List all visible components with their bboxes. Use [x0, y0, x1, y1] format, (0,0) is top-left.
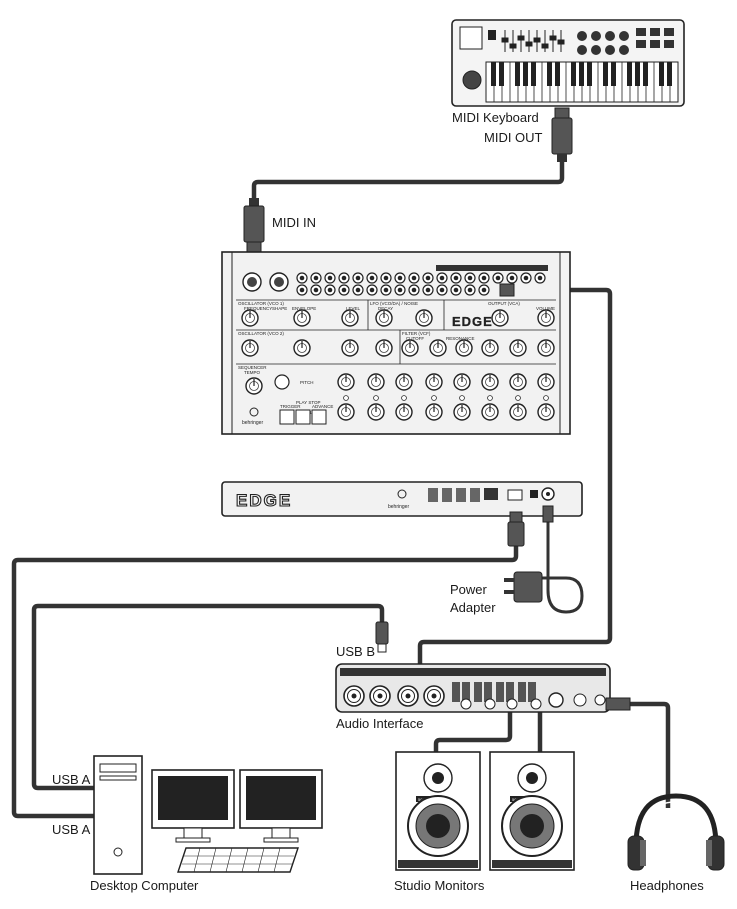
- edge-synth: OSCILLATOR (VCO 1) OSCILLATOR (VCO 2) LF…: [221, 251, 571, 435]
- label-tempo: TEMPO: [244, 370, 261, 375]
- label-trigger: TRIGGER: [280, 404, 301, 409]
- label-decay: DECAY: [378, 306, 393, 311]
- label-midi-keyboard: MIDI Keyboard: [452, 110, 539, 125]
- label-shape: SHAPE: [272, 306, 287, 311]
- label-midi-out: MIDI OUT: [484, 130, 543, 145]
- headphone-cable: [620, 701, 671, 808]
- studio-monitor-right: 50S: [489, 751, 575, 871]
- label-play-stop: PLAY STOP: [296, 400, 321, 405]
- label-power: Power: [450, 582, 487, 597]
- monitor-cable-left: [433, 712, 513, 752]
- power-cable: [540, 510, 584, 614]
- power-connector: [542, 505, 554, 523]
- monitor-left-badge: 50S: [418, 797, 425, 802]
- synth-midi-ports: [242, 272, 289, 292]
- rack-usb-plug: [507, 511, 525, 547]
- keyboard-faders: [501, 30, 565, 52]
- label-cutoff: CUTOFF: [406, 336, 424, 341]
- label-audio-interface: Audio Interface: [336, 716, 424, 731]
- rack-logo: EDGE: [236, 491, 292, 510]
- audio-interface: [335, 663, 631, 713]
- desktop-computer: [93, 755, 323, 875]
- midi-out-plug: [551, 107, 573, 162]
- headphone-plug: [605, 697, 631, 711]
- label-midi-in: MIDI IN: [272, 215, 317, 230]
- label-usb-b: USB B: [336, 644, 376, 659]
- midi-cable: [251, 160, 565, 200]
- label-level: LEVEL: [346, 306, 361, 311]
- monitor-right-badge: 50S: [512, 797, 519, 802]
- label-output: OUTPUT (VCA): [488, 301, 520, 306]
- label-adapter: Adapter: [450, 600, 496, 615]
- synth-brand: behringer: [242, 420, 263, 426]
- label-frequency: FREQUENCY: [244, 306, 272, 311]
- label-envelope: ENVELOPE: [292, 306, 316, 311]
- midi-keyboard: [451, 19, 685, 107]
- midi-in-plug: [243, 198, 265, 253]
- synth-patchbay: [296, 265, 548, 296]
- power-adapter: [504, 571, 543, 603]
- keyboard-knobs: [577, 31, 629, 55]
- label-usb-a-top: USB A: [52, 772, 91, 787]
- label-studio-monitors: Studio Monitors: [394, 878, 485, 893]
- audio-cable: [417, 287, 613, 664]
- synth-output-plug: [499, 283, 515, 297]
- label-sequencer: SEQUENCER: [238, 365, 267, 370]
- label-lfo: LFO (VCO/DA) / NOISE: [370, 301, 418, 306]
- edge-rear-panel: EDGE behringer: [221, 481, 583, 517]
- headphones: [627, 793, 725, 871]
- keyboard-keys: [485, 61, 679, 103]
- synth-sequencer: behringer: [242, 373, 555, 426]
- label-advance: ADVANCE: [312, 404, 333, 409]
- label-resonance: RESONANCE: [446, 336, 475, 341]
- label-osc2: OSCILLATOR (VCO 2): [238, 331, 284, 336]
- usb-cable-edge: [11, 546, 519, 819]
- synth-logo: EDGE: [452, 314, 493, 329]
- cables: [11, 160, 671, 819]
- label-osc1: OSCILLATOR (VCO 1): [238, 301, 284, 306]
- label-headphones: Headphones: [630, 878, 704, 893]
- studio-monitor-left: 50S: [395, 751, 481, 871]
- label-pitch: PITCH: [300, 380, 314, 385]
- label-usb-a-bottom: USB A: [52, 822, 91, 837]
- keyboard-pads: [636, 28, 674, 48]
- rack-brand: behringer: [388, 504, 409, 510]
- label-desktop-computer: Desktop Computer: [90, 878, 199, 893]
- label-filter: FILTER (VCF): [402, 331, 431, 336]
- label-volume: VOLUME: [536, 306, 555, 311]
- usb-b-plug: [375, 621, 389, 653]
- usb-cable-interface: [31, 603, 385, 791]
